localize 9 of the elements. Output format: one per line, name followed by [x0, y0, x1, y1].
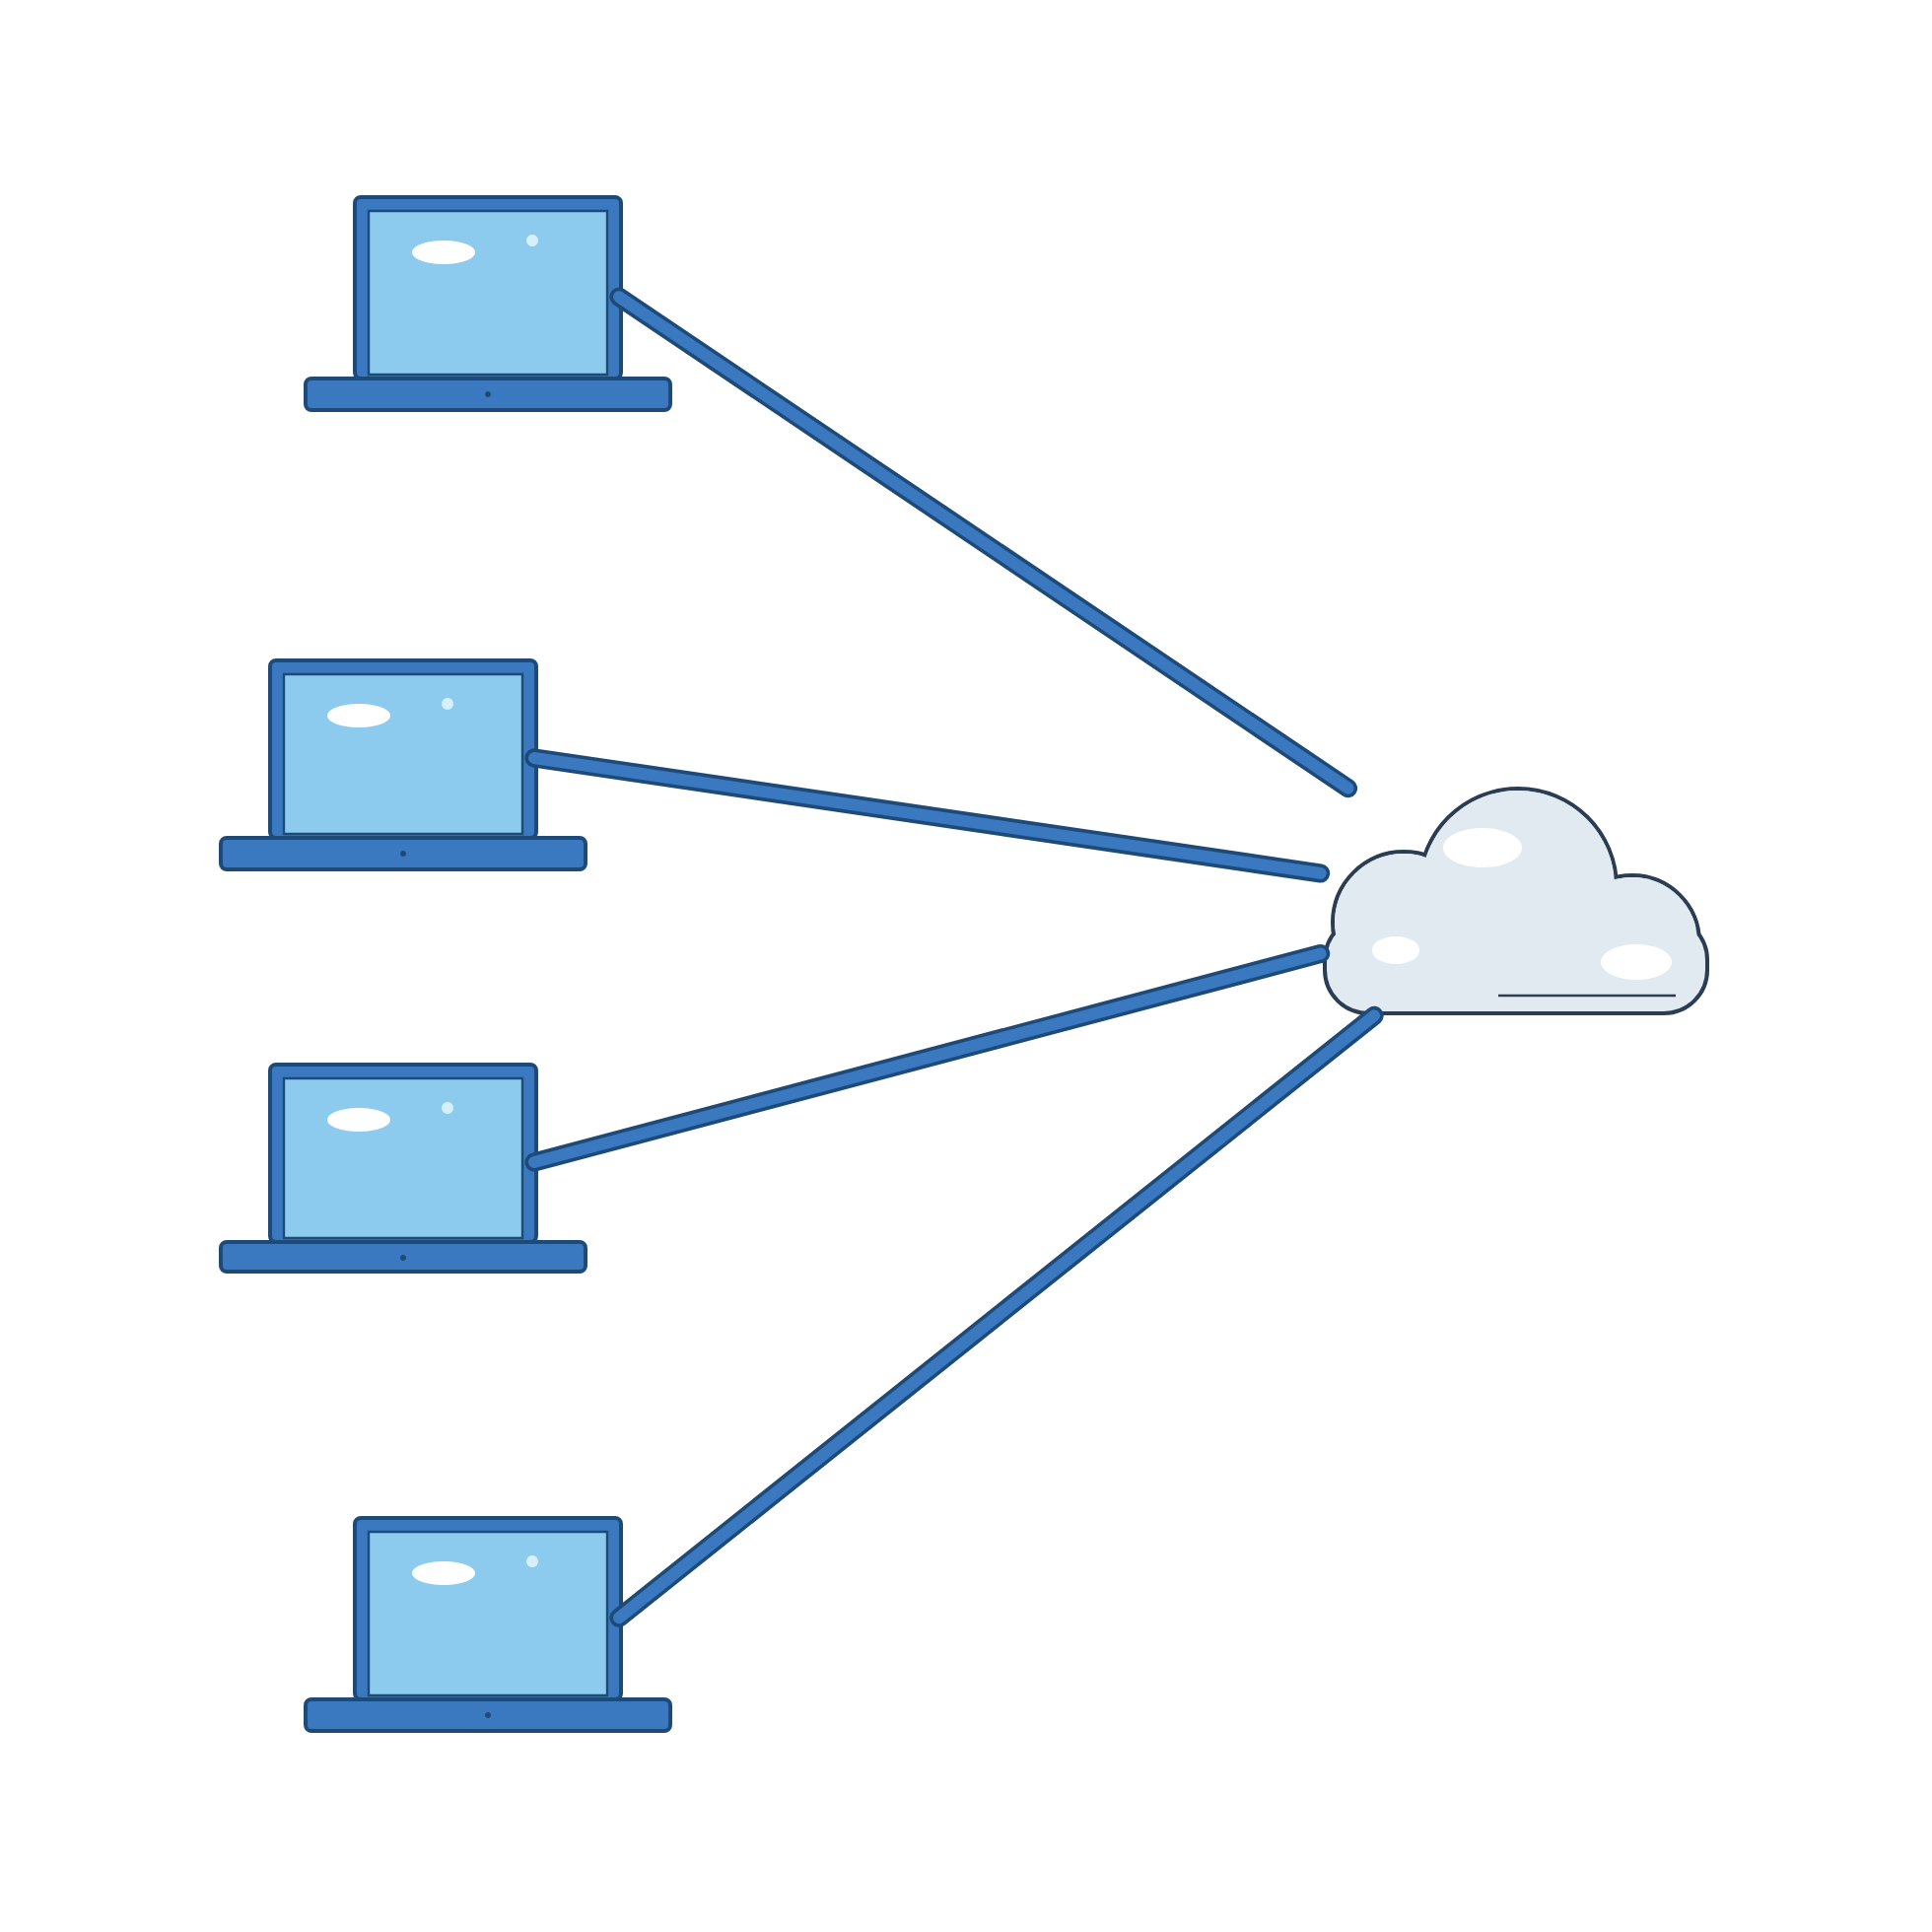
connection-line: [609, 287, 1358, 798]
laptop-icon: [219, 1063, 587, 1274]
connection-line: [524, 748, 1331, 883]
laptop-icon: [219, 658, 587, 871]
connection-line: [609, 1005, 1384, 1627]
laptop-icon: [304, 195, 672, 412]
cloud-icon: [1323, 787, 1709, 1015]
laptop-icon: [304, 1516, 672, 1733]
connection-line: [524, 943, 1331, 1172]
